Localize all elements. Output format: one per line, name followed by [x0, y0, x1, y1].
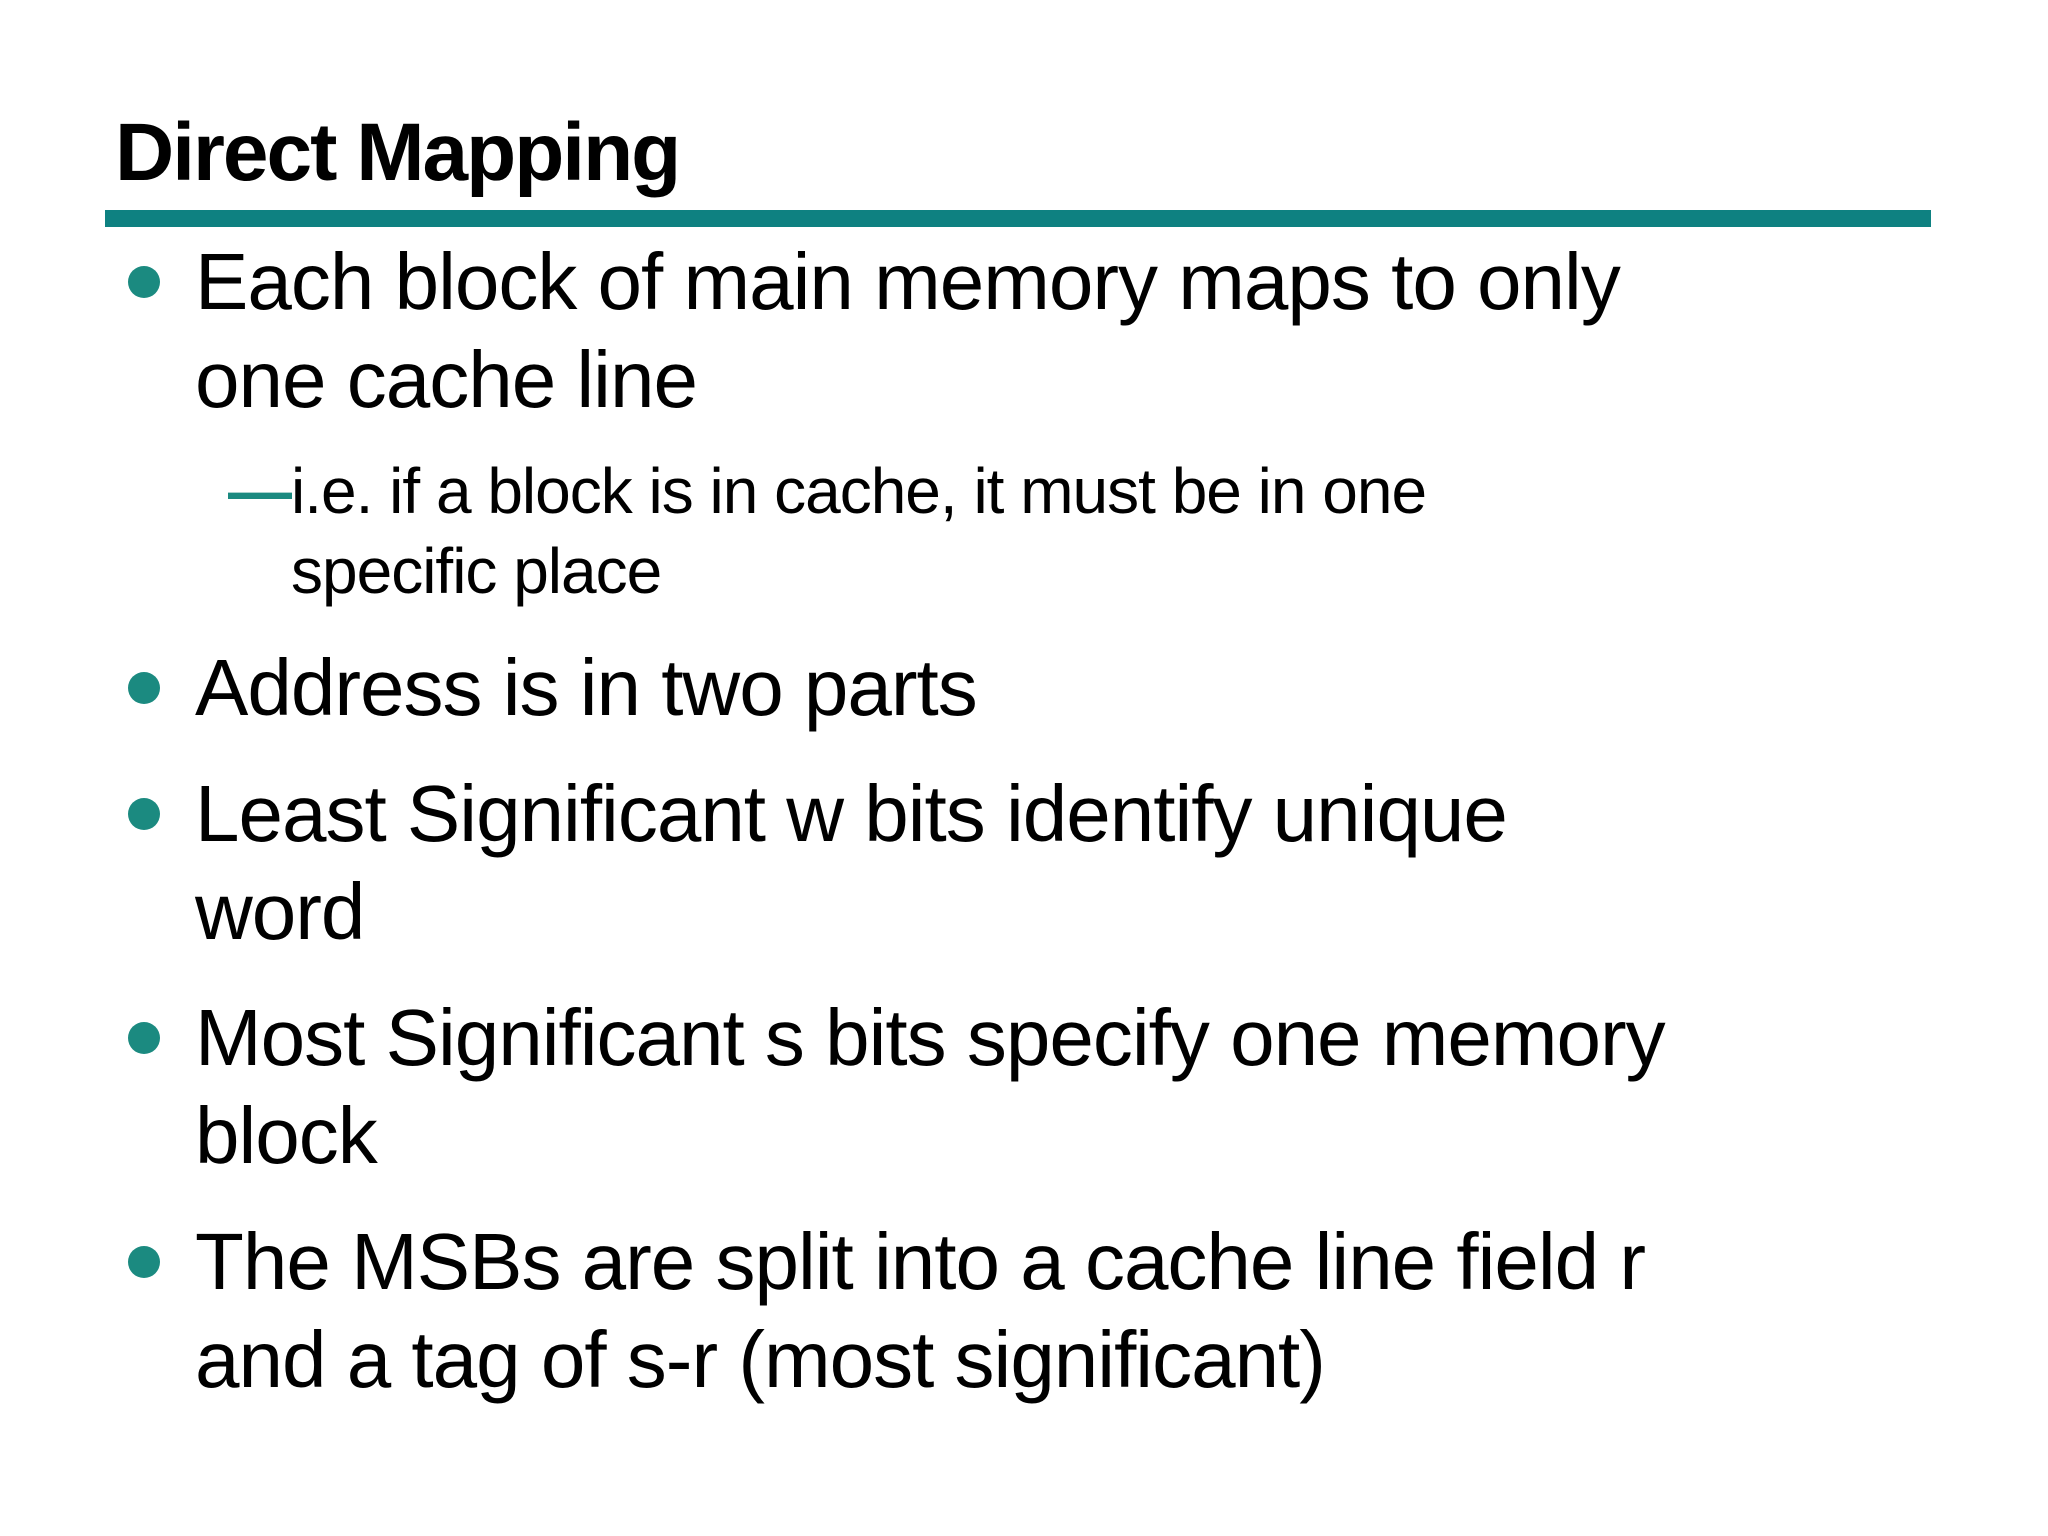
dash-icon: — — [228, 455, 292, 527]
list-item: Least Significant w bits identify unique… — [128, 765, 2008, 961]
sub-bullet-text: i.e. if a block is in cache, it must be … — [291, 455, 1427, 607]
list-item: Most Significant s bits specify one memo… — [128, 989, 2008, 1185]
bullet-text: The MSBs are split into a cache line fie… — [195, 1217, 1646, 1404]
list-item: Address is in two parts — [128, 639, 2008, 737]
sub-list-item: — i.e. if a block is in cache, it must b… — [228, 451, 2008, 611]
bullet-icon — [128, 798, 160, 830]
bullet-text: Most Significant s bits specify one memo… — [195, 993, 1666, 1180]
bullet-text: Least Significant w bits identify unique… — [195, 769, 1508, 956]
bullet-list: Each block of main memory maps to only o… — [0, 233, 2048, 1409]
bullet-icon — [128, 672, 160, 704]
page-title: Direct Mapping — [115, 107, 681, 198]
bullet-icon — [128, 1246, 160, 1278]
bullet-text: Each block of main memory maps to only o… — [195, 237, 1621, 424]
bullet-icon — [128, 266, 160, 298]
list-item: Each block of main memory maps to only o… — [128, 233, 2008, 429]
bullet-text: Address is in two parts — [195, 643, 978, 732]
title-underline — [105, 210, 1931, 227]
bullet-icon — [128, 1022, 160, 1054]
list-item: The MSBs are split into a cache line fie… — [128, 1213, 2008, 1409]
